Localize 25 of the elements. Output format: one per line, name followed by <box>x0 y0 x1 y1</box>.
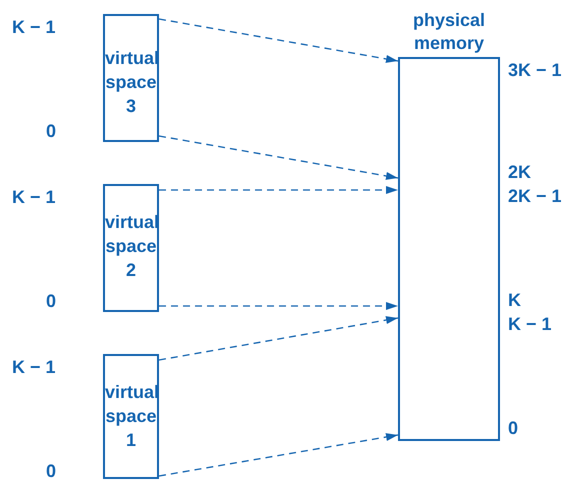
block-heading: physical memory <box>412 9 486 55</box>
address-label: 0 <box>46 120 56 142</box>
address-label: 3K − 1 <box>508 59 562 81</box>
mapping-arrow <box>158 316 398 361</box>
address-label: K − 1 <box>12 16 56 38</box>
mapping-arrow <box>159 302 398 310</box>
mapping-arrow <box>158 135 398 180</box>
mapping-arrow <box>159 186 398 194</box>
virtual-space-box <box>103 14 159 142</box>
address-label: K − 1 <box>12 186 56 208</box>
virtual-space-box <box>103 354 159 479</box>
mapping-arrow <box>158 18 398 63</box>
address-label: 0 <box>46 460 56 481</box>
address-label: 2K <box>508 161 532 183</box>
virtual-space-box <box>103 184 159 312</box>
address-label: K <box>508 289 521 311</box>
address-label: K − 1 <box>508 313 552 335</box>
address-label: K − 1 <box>12 356 56 378</box>
address-label: 0 <box>508 417 518 439</box>
address-label: 2K − 1 <box>508 185 562 207</box>
box-label: virtual space 2 <box>105 211 157 282</box>
mapping-arrow <box>158 433 398 477</box>
box-label: virtual space 1 <box>105 381 157 452</box>
address-label: 0 <box>46 290 56 312</box>
box-label: virtual space 3 <box>105 47 157 118</box>
